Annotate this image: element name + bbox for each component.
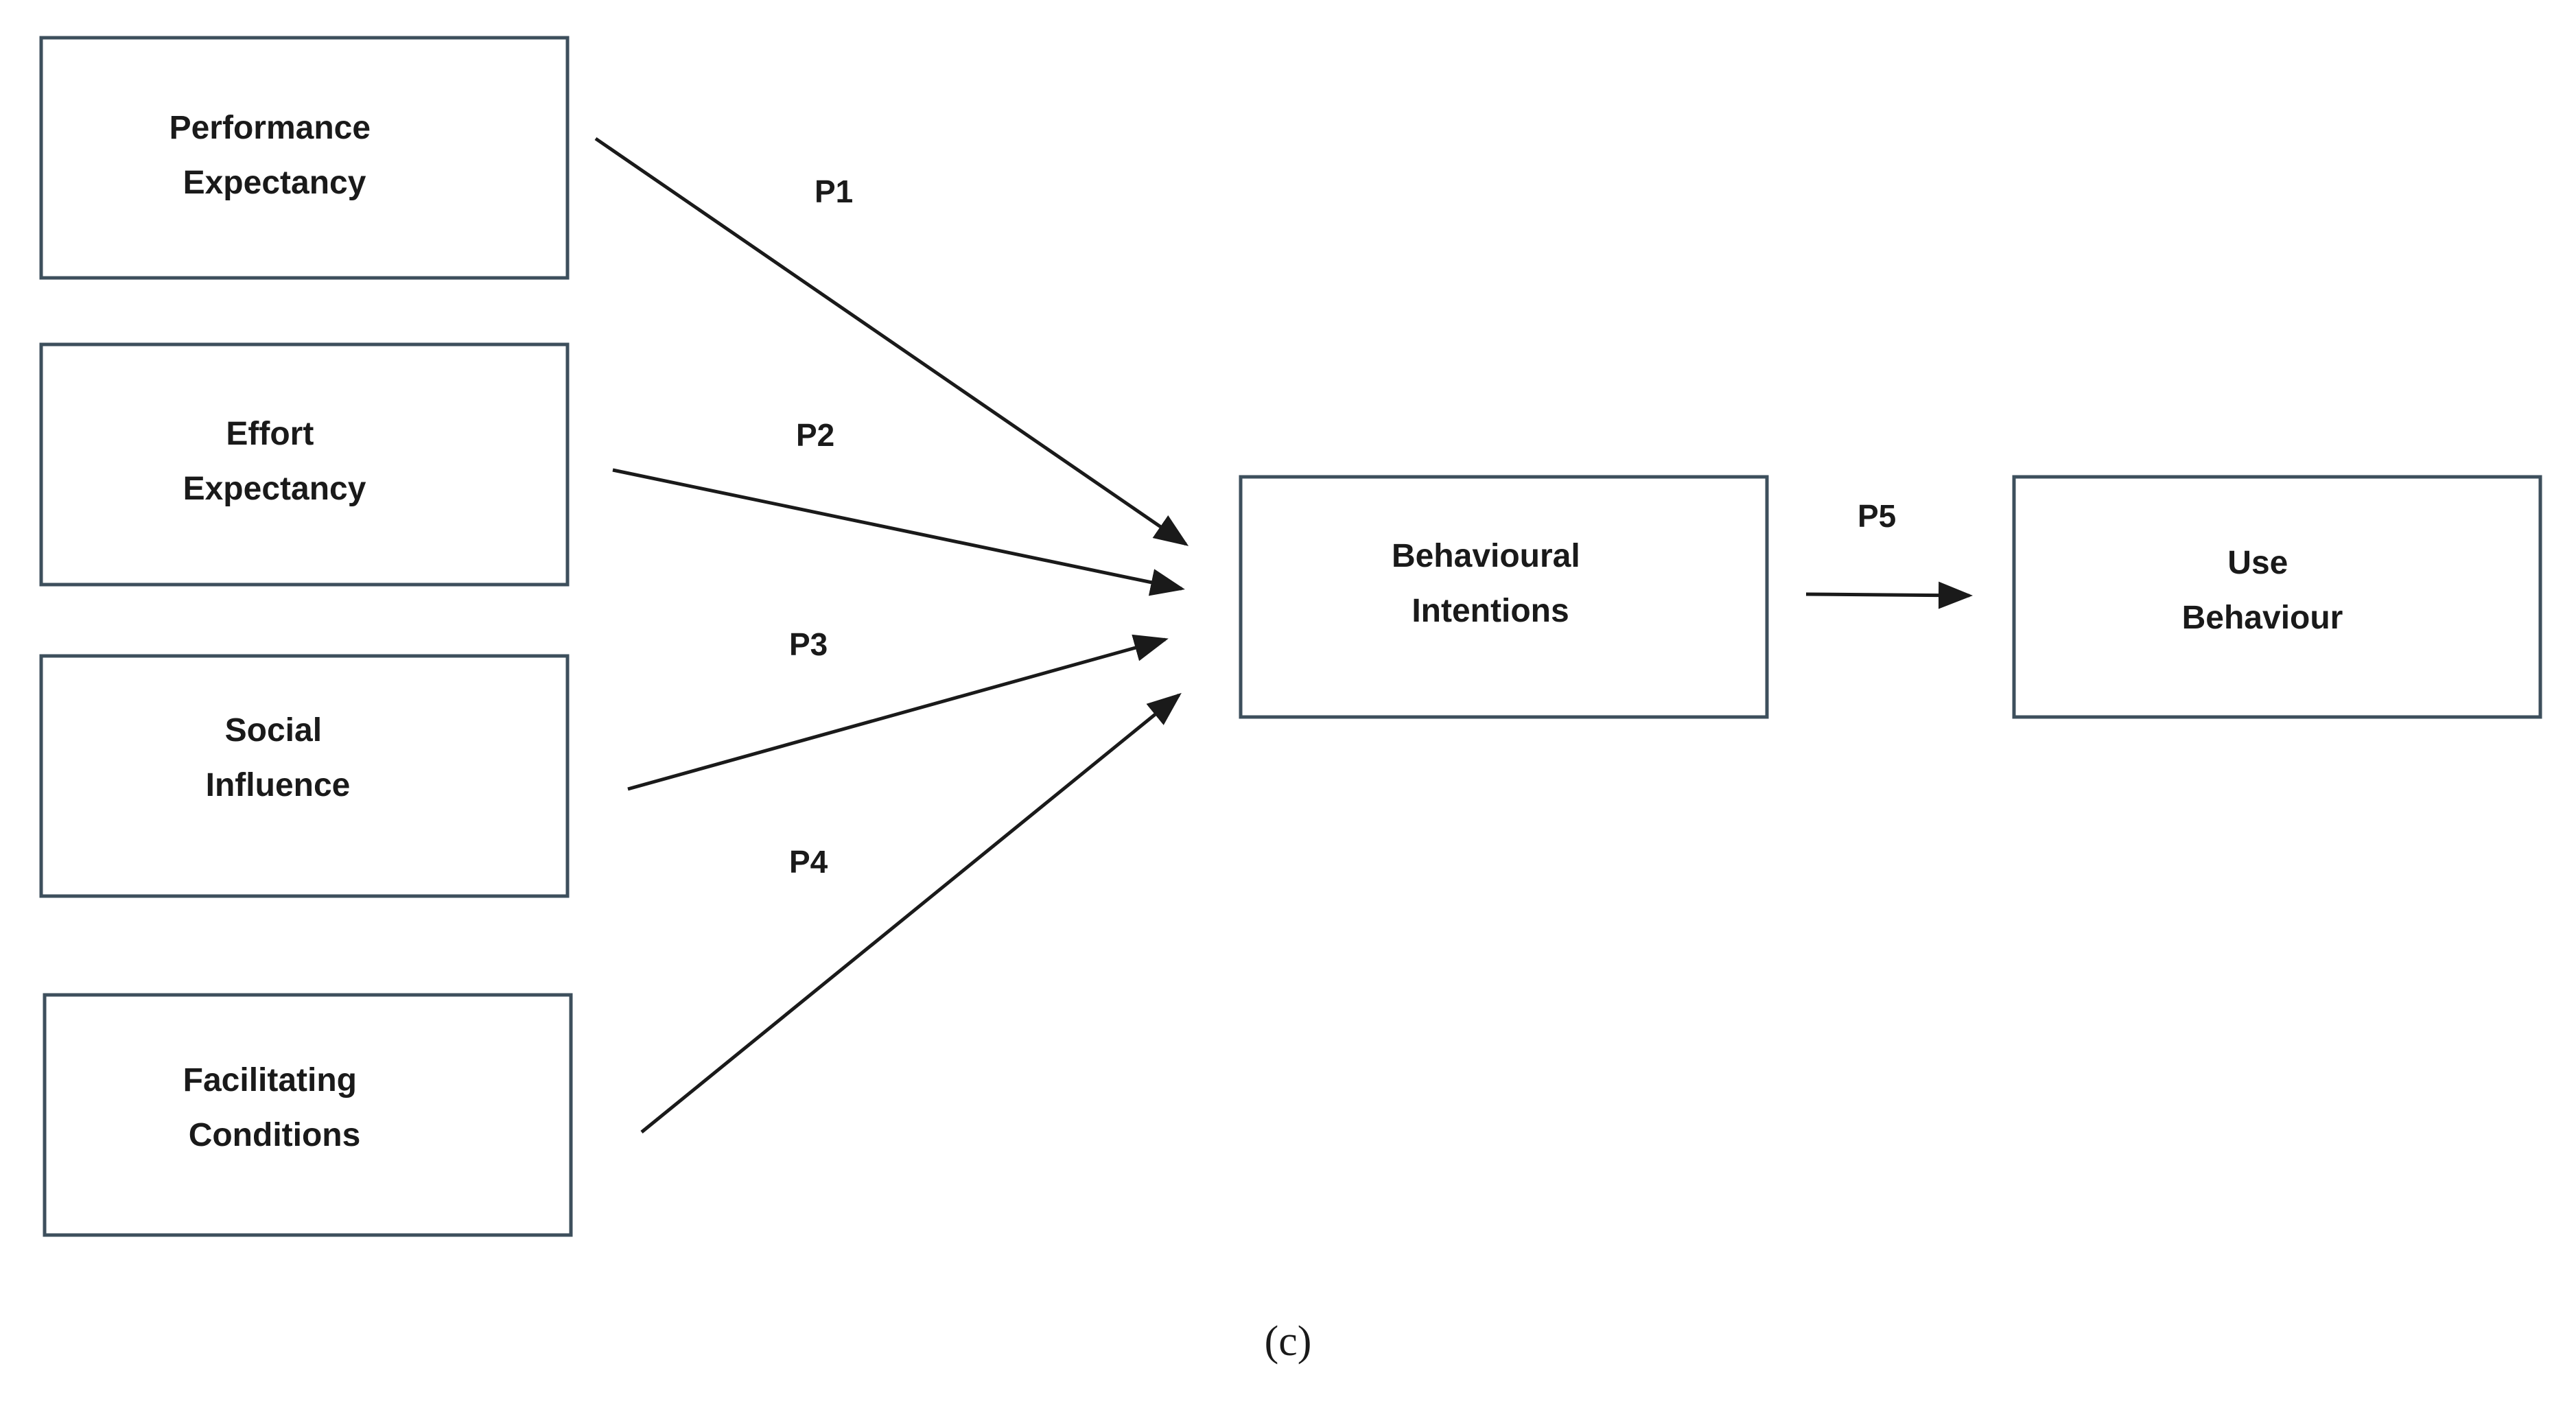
box-performance-expectancy-line2: Expectancy: [183, 165, 366, 201]
arrow-p4: [640, 692, 1182, 1133]
label-p5: P5: [1858, 498, 1896, 534]
box-facilitating-conditions-line1: Facilitating: [183, 1062, 357, 1098]
label-p1: P1: [815, 174, 853, 209]
svg-text:Behavioural Intentions: Behavioural Intentions: [1392, 538, 1589, 629]
svg-text:Effort Expectancy: Effort Expectancy: [183, 416, 366, 507]
svg-text:Social Influence: Social Influence: [206, 712, 351, 803]
box-behavioural-intentions-line1: Behavioural: [1392, 538, 1580, 574]
box-effort-expectancy-line1: Effort: [226, 416, 314, 452]
svg-text:Facilitating Conditions: Facilitating Conditions: [183, 1062, 366, 1153]
box-facilitating-conditions: Facilitating Conditions: [43, 993, 573, 1237]
box-facilitating-conditions-line2: Conditions: [189, 1117, 361, 1153]
figure-caption: (c): [1265, 1318, 1312, 1365]
arrow-p3: [627, 634, 1169, 791]
box-performance-expectancy-line1: Performance: [169, 110, 371, 146]
box-use-behaviour: Use Behaviour: [2012, 475, 2542, 719]
box-use-behaviour-line2: Behaviour: [2182, 600, 2343, 636]
label-p2: P2: [796, 417, 834, 453]
label-p4: P4: [789, 844, 828, 880]
svg-text:Performance Expectancy: Performance Expectancy: [169, 110, 380, 201]
box-performance-expectancy: Performance Expectancy: [39, 36, 570, 280]
label-p3: P3: [789, 626, 828, 662]
box-behavioural-intentions-line2: Intentions: [1412, 593, 1569, 629]
box-social-influence-line1: Social: [225, 712, 322, 749]
box-effort-expectancy: Effort Expectancy: [39, 342, 570, 587]
box-social-influence: Social Influence: [39, 654, 570, 898]
box-effort-expectancy-line2: Expectancy: [183, 471, 366, 507]
arrow-p2: [612, 468, 1185, 596]
box-behavioural-intentions: Behavioural Intentions: [1239, 475, 1769, 719]
arrow-p5: [1805, 581, 1973, 609]
svg-text:Use Behaviour: Use Behaviour: [2182, 545, 2343, 636]
box-use-behaviour-line1: Use: [2227, 545, 2288, 581]
arrow-p1: [594, 137, 1189, 546]
box-social-influence-line2: Influence: [206, 767, 351, 803]
